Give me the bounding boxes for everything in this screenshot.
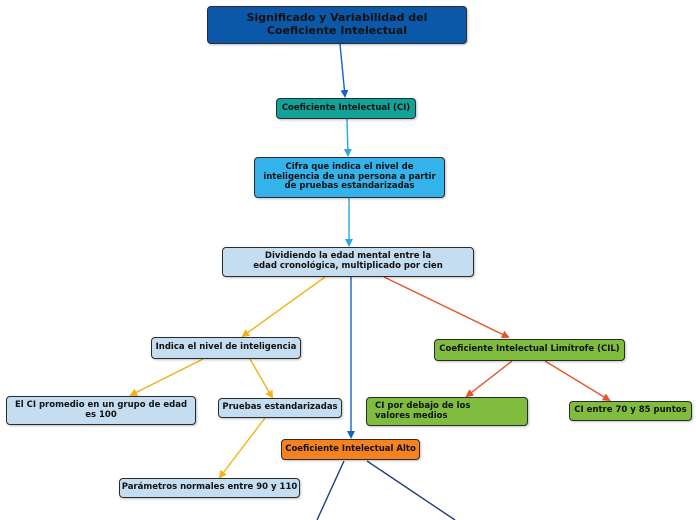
arrow-root-to-ci xyxy=(339,43,349,98)
ci-node[interactable]: Coeficiente Intelectual (CI) xyxy=(276,98,416,119)
promedio-node[interactable]: El CI promedio en un grupo de edad es 10… xyxy=(6,396,196,425)
arrow-dividiendo-to-indica xyxy=(241,276,326,338)
entre-label: CI entre 70 y 85 puntos xyxy=(574,405,687,416)
arrow-indica-to-promedio xyxy=(129,358,204,396)
pruebas-label: Pruebas estandarizadas xyxy=(222,402,338,413)
parametros-label: Parámetros normales entre 90 y 110 xyxy=(121,482,298,493)
dividiendo-node[interactable]: Dividiendo la edad mental entre la edad … xyxy=(222,247,474,277)
arrow-indica-to-pruebas xyxy=(249,358,274,399)
root-topic-node[interactable]: Significado y Variabilidad del Coeficien… xyxy=(207,6,467,44)
cifra-node[interactable]: Cifra que indica el nivel de inteligenci… xyxy=(254,157,445,198)
debajo-node[interactable]: CI por debajo de los valores medios xyxy=(366,397,528,426)
pruebas-node[interactable]: Pruebas estandarizadas xyxy=(218,398,342,418)
promedio-label: El CI promedio en un grupo de edad es 10… xyxy=(14,399,188,420)
parametros-node[interactable]: Parámetros normales entre 90 y 110 xyxy=(119,478,300,498)
root-topic-label: Significado y Variabilidad del Coeficien… xyxy=(246,11,428,37)
cifra-label: Cifra que indica el nivel de inteligenci… xyxy=(263,161,436,192)
arrow-cil-to-debajo xyxy=(465,360,513,398)
alto-label: Coeficiente Intelectual Alto xyxy=(285,443,416,454)
cil-node[interactable]: Coeficiente Intelectual Limítrofe (CIL) xyxy=(434,339,625,361)
arrow-dividiendo-to-cil xyxy=(383,276,510,338)
entre-node[interactable]: CI entre 70 y 85 puntos xyxy=(569,401,692,421)
arrow-pruebas-to-parametros xyxy=(218,417,266,479)
line-alto-down-right xyxy=(366,460,456,520)
arrow-ci-to-cifra xyxy=(343,118,352,157)
ci-label: Coeficiente Intelectual (CI) xyxy=(281,102,411,113)
alto-node[interactable]: Coeficiente Intelectual Alto xyxy=(281,439,420,460)
indica-node[interactable]: Indica el nivel de inteligencia xyxy=(151,337,301,359)
line-alto-down-left xyxy=(316,460,345,520)
dividiendo-label: Dividiendo la edad mental entre la edad … xyxy=(253,251,443,271)
debajo-label: CI por debajo de los valores medios xyxy=(375,400,471,421)
arrow-cil-to-entre xyxy=(544,360,611,402)
cil-label: Coeficiente Intelectual Limítrofe (CIL) xyxy=(439,344,620,355)
indica-label: Indica el nivel de inteligencia xyxy=(155,342,297,353)
